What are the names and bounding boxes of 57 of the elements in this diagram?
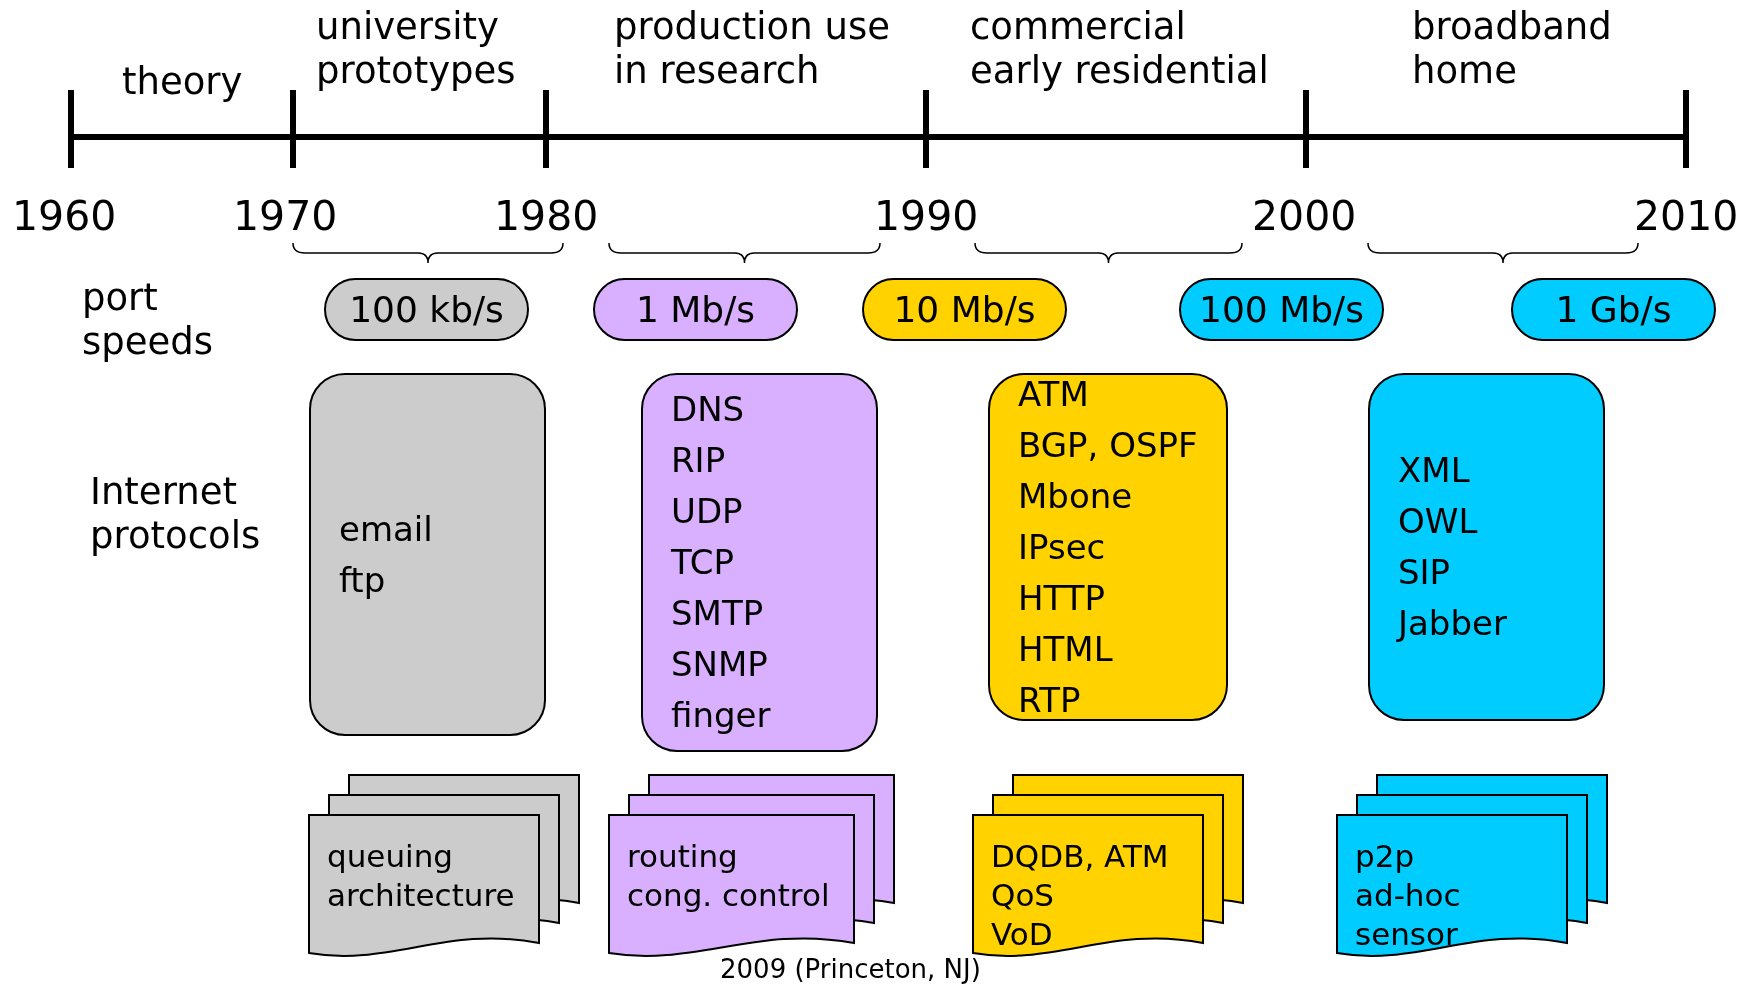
row-heading: port speeds — [82, 276, 215, 365]
list-item: OWL — [1398, 500, 1479, 543]
document-stack — [973, 775, 1243, 960]
list-item: DQDB, ATM — [991, 837, 1169, 876]
list-item: RIP — [671, 439, 727, 482]
year-label: 2000 — [1252, 192, 1357, 242]
list-item: queuing — [327, 837, 454, 876]
list-item: QoS — [991, 875, 1056, 915]
list-item: BGP, OSPF — [1018, 423, 1199, 467]
year-label: 2010 — [1634, 192, 1739, 242]
year-label: 1970 — [233, 192, 338, 242]
document-stack — [309, 775, 579, 960]
era-label: theory — [122, 60, 243, 105]
footer-text: 2009 (Princeton, NJ) — [720, 954, 981, 986]
speed-label: 100 Mb/s — [1199, 289, 1364, 330]
list-item: DNS — [671, 388, 746, 431]
era-label: broadband home — [1412, 5, 1613, 94]
list-item: HTML — [1018, 627, 1114, 671]
speed-label: 1 Mb/s — [635, 289, 756, 330]
document-stack — [609, 775, 894, 960]
list-item: SNMP — [671, 643, 769, 686]
era-label: university prototypes — [316, 5, 517, 94]
year-label: 1990 — [874, 192, 979, 242]
protocol-box — [988, 373, 1228, 721]
list-item: VoD — [991, 914, 1054, 954]
protocol-box — [641, 373, 878, 752]
speed-label: 100 kb/s — [349, 289, 504, 330]
document-stack — [1337, 775, 1607, 960]
era-label: production use in research — [614, 5, 891, 94]
list-item: ad-hoc — [1355, 875, 1461, 915]
list-item: IPsec — [1018, 525, 1107, 569]
list-item: XML — [1398, 449, 1471, 492]
list-item: p2p — [1355, 837, 1416, 876]
list-item: Jabber — [1398, 602, 1508, 645]
list-item: ftp — [339, 558, 387, 602]
list-item: sensor — [1355, 914, 1459, 954]
list-item: RTP — [1018, 678, 1082, 722]
speed-label: 1 Gb/s — [1555, 289, 1672, 330]
list-item: architecture — [327, 875, 515, 915]
list-item: Mbone — [1018, 474, 1134, 518]
list-item: ATM — [1018, 372, 1090, 416]
protocol-box — [1368, 373, 1605, 721]
list-item: email — [339, 507, 434, 551]
row-heading: Internet protocols — [90, 470, 262, 559]
list-item: SIP — [1398, 551, 1452, 594]
era-label: commercial early residential — [970, 5, 1270, 94]
protocol-box — [309, 373, 546, 736]
list-item: cong. control — [627, 875, 830, 915]
list-item: HTTP — [1018, 576, 1106, 620]
list-item: finger — [671, 694, 772, 737]
year-label: 1960 — [12, 192, 117, 242]
list-item: UDP — [671, 490, 744, 533]
speed-label: 10 Mb/s — [893, 289, 1036, 330]
year-label: 1980 — [494, 192, 599, 242]
list-item: SMTP — [671, 592, 765, 635]
list-item: routing — [627, 837, 739, 876]
list-item: TCP — [671, 541, 736, 584]
